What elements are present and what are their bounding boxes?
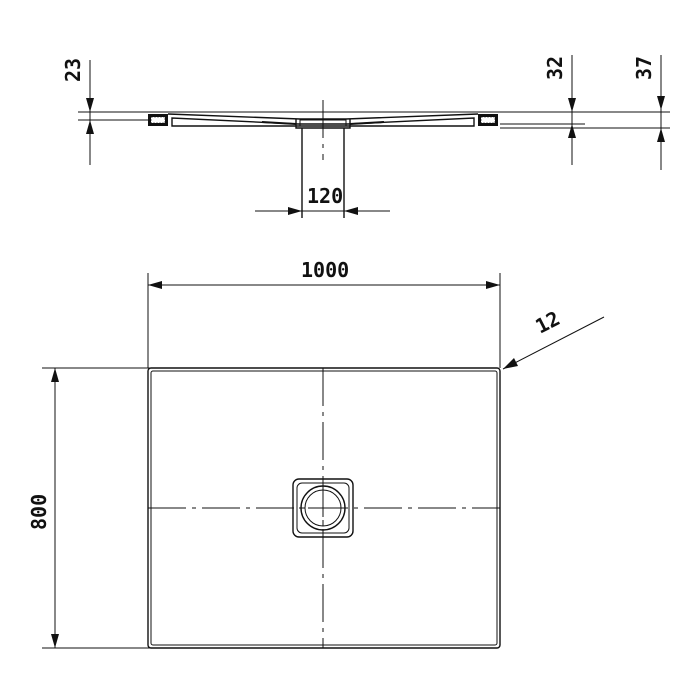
dim-width-arrow-right — [486, 281, 500, 289]
top-view: 1000 800 12 — [27, 258, 605, 649]
dim-width-arrow-left — [148, 281, 162, 289]
dim-right-inner-text: 32 — [543, 56, 567, 80]
dim-width-text: 1000 — [301, 258, 349, 282]
slope-right-hatch — [349, 121, 385, 125]
dim-right-outer-text: 37 — [632, 56, 656, 80]
dim-depth-arrow-top — [51, 368, 59, 382]
dim-depth-arrow-bottom — [51, 634, 59, 648]
dim-drain-text: 120 — [307, 184, 343, 208]
dim-left-arrow-bottom — [86, 120, 94, 134]
dim-right-outer-arrow-bottom — [657, 128, 665, 142]
dim-right-inner: 32 — [543, 55, 576, 165]
dim-right-inner-arrow-bottom — [568, 124, 576, 138]
slope-left-hatch — [261, 121, 297, 125]
side-view: 23 32 37 — [61, 55, 670, 218]
dim-drain-arrow-right — [344, 207, 358, 215]
dim-right-inner-arrow-top — [568, 98, 576, 112]
dim-corner-arrow — [503, 358, 518, 369]
dim-right-outer-arrow-top — [657, 96, 665, 110]
dim-corner-leader — [502, 316, 605, 370]
drain-square-inner — [296, 482, 350, 534]
dim-depth: 800 — [27, 367, 150, 649]
dim-depth-text: 800 — [27, 494, 51, 530]
dim-left-thickness: 23 — [61, 58, 94, 165]
drain-square-outer — [292, 478, 354, 538]
right-gasket-pattern — [480, 116, 496, 124]
dim-drain-width: 120 — [255, 184, 390, 215]
dim-drain-arrow-left — [288, 207, 302, 215]
dim-width: 1000 — [147, 258, 501, 368]
drain-pipe — [301, 100, 345, 218]
drain-top — [292, 478, 354, 538]
dim-left-arrow-top — [86, 98, 94, 112]
left-gasket-pattern — [150, 116, 166, 124]
dim-corner-radius: 12 — [502, 306, 605, 370]
dim-left-text: 23 — [61, 58, 85, 82]
dim-corner-text: 12 — [531, 306, 563, 338]
